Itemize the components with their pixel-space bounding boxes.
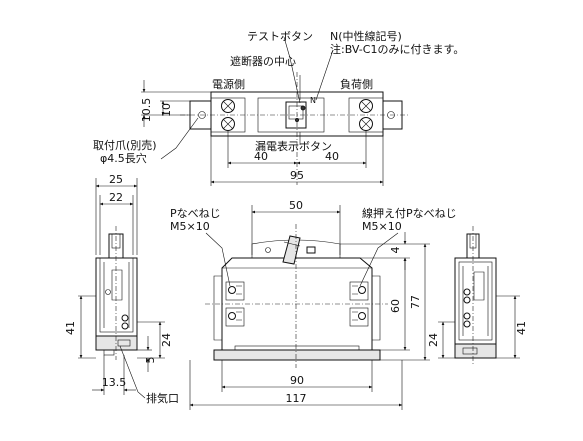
top-view: N テストボタン N(中性線記号) 注:BV-C1のみに付きます。 遮断器の中心…: [93, 29, 464, 186]
front-handle-lever: [282, 235, 301, 265]
dim-front-right-4: 4: [389, 247, 402, 254]
right-side-view: 41 24: [427, 226, 528, 365]
label-load-side: 負荷側: [340, 78, 373, 91]
left-mount-hole: [198, 111, 206, 119]
right-body: [454, 257, 497, 345]
right-base: [454, 343, 497, 359]
dim-right-half: 40: [325, 150, 339, 163]
p-screw-leader: [205, 232, 231, 287]
dim-height-total: 10.5: [140, 98, 153, 123]
dim-width-total: 95: [290, 169, 304, 182]
dim-front-bottom-90: 90: [290, 374, 304, 387]
left-base: [95, 335, 138, 351]
left-body: [95, 257, 138, 337]
label-slot: φ4.5長穴: [100, 151, 147, 165]
dim-height-inner: 10: [160, 103, 173, 117]
test-button-leader: [283, 36, 301, 104]
dim-front-right-77: 77: [409, 295, 422, 309]
label-power-side: 電源側: [212, 77, 245, 91]
dim-front-right-60: 60: [389, 299, 402, 313]
left-side-view: 25 22 41 24 5 13.5: [64, 173, 179, 405]
label-wire-p-screw: 線押え付Pなべねじ: [362, 206, 457, 220]
label-neutral-note: 注:BV-C1のみに付きます。: [330, 42, 464, 56]
dim-left-half: 40: [254, 150, 268, 163]
label-wire-p-screw-size: M5×10: [362, 220, 402, 233]
front-base: [213, 349, 381, 361]
label-exhaust: 排気口: [146, 391, 179, 405]
wire-p-screw-leader: [359, 232, 399, 287]
label-p-screw-size: M5×10: [170, 220, 210, 233]
left-screws: [221, 99, 235, 131]
dim-left-height-5: 5: [144, 357, 157, 364]
label-breaker-center: 遮断器の中心: [230, 54, 296, 68]
claw-leader: [160, 117, 199, 160]
dim-left-width-outer: 25: [109, 173, 123, 186]
dim-left-width-inner: 22: [109, 191, 123, 204]
dim-left-bottom-13-5: 13.5: [102, 376, 127, 389]
dim-left-height-24: 24: [160, 333, 173, 347]
dim-front-bottom-117: 117: [286, 392, 307, 405]
label-leak-indicator: 漏電表示ボタン: [255, 139, 332, 153]
label-test-button: テストボタン: [247, 30, 313, 43]
label-p-screw: Pなべねじ: [170, 207, 221, 220]
test-button-dot: [300, 105, 306, 111]
front-test-button: [306, 246, 316, 254]
front-view: 50 Pなべねじ M5×10 線: [170, 199, 457, 410]
dim-right-height-24: 24: [427, 333, 440, 347]
n-mark: N: [310, 96, 316, 105]
label-mount-claw: 取付爪(別売): [93, 139, 157, 152]
dim-right-height-41: 41: [515, 321, 528, 335]
neutral-leader: [315, 49, 334, 101]
dim-left-height-41: 41: [64, 321, 77, 335]
label-neutral-title: N(中性線記号): [330, 29, 402, 43]
dim-front-top-50: 50: [289, 199, 303, 212]
